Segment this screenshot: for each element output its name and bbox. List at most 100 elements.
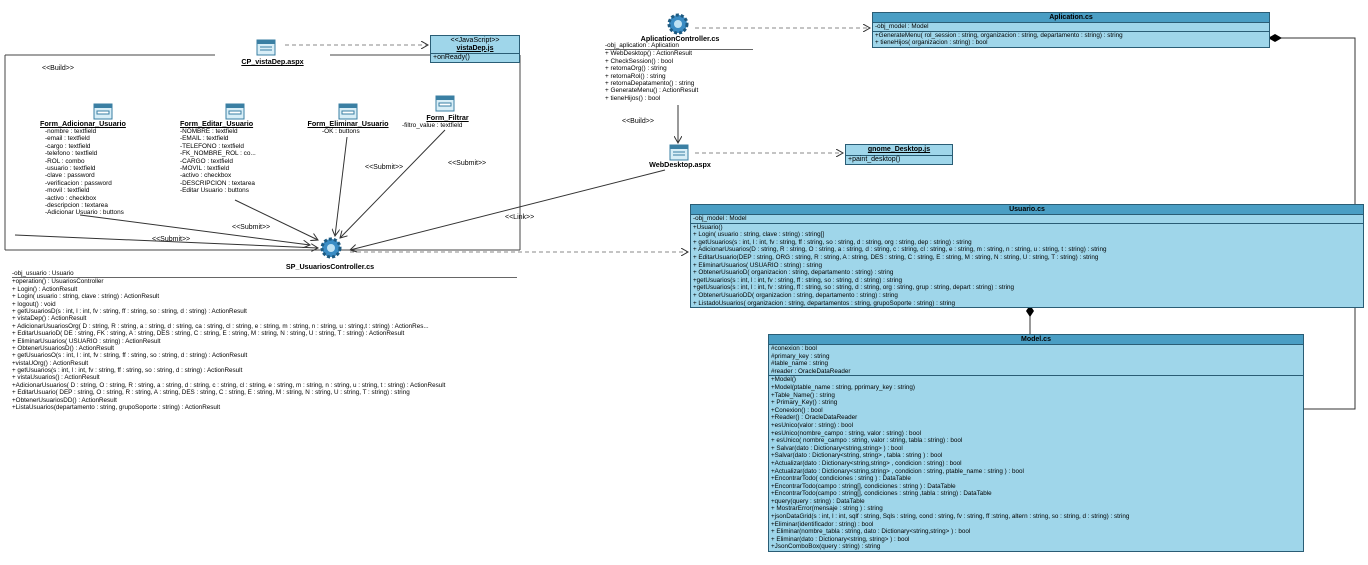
field: -MOVIL : textfield <box>180 164 230 172</box>
field: -filtro_value : textfield <box>402 122 463 129</box>
controller-gear-icon <box>665 12 691 41</box>
method: + EditarUsuario( DEP : string, O : strin… <box>12 389 410 397</box>
method: + EditarUsuarioD( DE : string, FK : stri… <box>12 330 405 338</box>
build-label-right: <<Build>> <box>622 118 654 125</box>
method: +Usuario() <box>693 223 723 231</box>
field: -usuario : textfield <box>45 164 96 172</box>
submit-label: <<Submit>> <box>232 224 271 231</box>
method: + tieneHijos( organizacion : string) : b… <box>875 39 988 47</box>
attribute: -obj_usuario : Usuario <box>12 270 517 279</box>
method: + Eliminar(nombre_tabla : string, dato :… <box>771 528 971 536</box>
aplication-controller-name: AplicationController.cs <box>640 34 720 43</box>
js-name: gnome_Desktop.js <box>867 146 931 153</box>
field: -TELEFONO : textfield <box>180 142 244 150</box>
method: +esUnico(valor : string) : bool <box>771 421 854 429</box>
attribute: -obj_model : Model <box>693 215 747 222</box>
model-class[interactable]: Model.cs #conexion : bool #primary_key :… <box>768 334 1304 553</box>
method: + EliminarUsuarios( USUARIO : string) : … <box>693 261 822 269</box>
method: + getUsuariosO(s : int, l : int, fv : st… <box>12 352 248 360</box>
aplication-class[interactable]: Aplication.cs -obj_model : Model +Genera… <box>872 12 1270 48</box>
method: +Salvar(dato : Dictionary<string, string… <box>771 452 943 460</box>
form-adicionar-fields: -nombre : textfield -email : textfield -… <box>45 128 124 217</box>
method: +Actualizar(dato : Dictionary<string,str… <box>771 467 1024 475</box>
method: + EliminarUsuarios( USUARIO : string) : … <box>12 337 161 345</box>
method: + Salvar(dato : Dictionary<string,string… <box>771 444 903 452</box>
method: +Model() <box>771 376 797 384</box>
method: +getUsuarios(s : int, l : int, fv : stri… <box>693 284 1014 292</box>
attribute: #table_name : string <box>771 360 829 368</box>
method: +operation() : UsuariosController <box>12 278 104 286</box>
submit-label: <<Submit>> <box>365 164 404 171</box>
method: +Table_Name() : string <box>771 391 835 399</box>
form-icon <box>434 94 456 114</box>
aspx-page-icon <box>668 143 690 163</box>
cp-vistadep-name: CP_vistaDep.aspx <box>241 57 304 66</box>
method: +GenerateMenu( rol_session : string, org… <box>875 31 1123 39</box>
class-name: Model.cs <box>769 335 1303 345</box>
controller-gear-icon <box>318 236 344 265</box>
class-name: Usuario.cs <box>691 205 1363 215</box>
field: -activo : checkbox <box>180 172 232 180</box>
method: +AdicionarUsuarios( D : string, O : stri… <box>12 381 446 389</box>
method: +EncontrarTodo(campo : string[], condici… <box>771 482 956 490</box>
method: +query(query : string) : DataTable <box>771 497 865 505</box>
class-methods: +GenerateMenu( rol_session : string, org… <box>873 32 1269 47</box>
form-eliminar-name: Form_Eliminar_Usuario <box>307 119 389 128</box>
class-attributes: -obj_model : Model <box>691 215 1363 224</box>
usuario-class[interactable]: Usuario.cs -obj_model : Model +Usuario()… <box>690 204 1364 309</box>
field: -CARGO : textfield <box>180 157 233 165</box>
link-webdesktop <box>350 169 666 250</box>
attribute: #primary_key : string <box>771 352 830 360</box>
field: -verificacion : password <box>45 179 112 187</box>
method: +EncontrarTodo(campo : string[], condici… <box>771 490 992 498</box>
submit-eliminar <box>335 136 348 236</box>
field: -movil : textfield <box>45 187 90 195</box>
field: -Editar Usuario : buttons <box>180 187 249 195</box>
method: +Eliminar(identificador : string) : bool <box>771 520 874 528</box>
build-label-left: <<Build>> <box>42 65 74 72</box>
method: + Login( usuario : string, clave : strin… <box>693 231 825 239</box>
method: +vistaUOrg() : ActionResult <box>12 359 89 367</box>
method: + Primary_Key() : string <box>771 399 838 407</box>
method: + CheckSession() : bool <box>605 57 674 65</box>
attribute: #reader : OracleDataReader <box>771 367 851 375</box>
form-adicionar-name: Form_Adicionar_Usuario <box>40 119 126 128</box>
form-filtrar-name: Form_Filtrar <box>426 113 469 122</box>
form-filtrar-fields: -filtro_value : textfield <box>402 122 462 129</box>
form-icon <box>337 102 359 122</box>
vistadep-js-box[interactable]: <<JavaScript>>vistaDep.js +onReady() <box>430 35 520 63</box>
submit-adicionar <box>79 214 310 245</box>
form-eliminar-fields: -OK : buttons <box>322 128 360 135</box>
method: + AdicionarUsuarios(D : string, R : stri… <box>693 246 1107 254</box>
link-label: <<Link>> <box>505 214 535 221</box>
method: +getUsuarios(s : int, l : int, fv : stri… <box>693 276 902 284</box>
field: -Adicionar Usuario : buttons <box>45 209 124 217</box>
class-attributes: #conexion : bool #primary_key : string #… <box>769 345 1303 377</box>
field: -telefono : textfield <box>45 150 98 158</box>
js-method: +onReady() <box>433 54 470 61</box>
method: +Actualizar(dato : Dictionary<string,str… <box>771 459 962 467</box>
field: -activo : checkbox <box>45 194 97 202</box>
method: +ListaUsuarios(departamento : string, gr… <box>12 404 221 412</box>
submit-filtrar <box>340 129 446 238</box>
attribute: -obj_aplication : Aplication <box>605 42 753 51</box>
submit-label: <<Submit>> <box>152 236 191 243</box>
js-name: vistaDep.js <box>456 44 494 52</box>
form-icon <box>92 102 114 122</box>
method: + EditarUsuario(DEP : string, ORG : stri… <box>693 253 1099 261</box>
field: -OK : buttons <box>322 128 360 135</box>
attribute: #conexion : bool <box>771 345 817 352</box>
gnome-js-box[interactable]: gnome_Desktop.js +paint_desktop() <box>845 144 953 165</box>
method: + Login( usuario : string, clave : strin… <box>12 293 160 301</box>
method: + Login() : ActionResult <box>12 285 78 293</box>
composition-diamond-aplication <box>1268 34 1282 42</box>
method: + tieneHijos() : bool <box>605 94 661 102</box>
attribute: -obj_model : Model <box>875 23 929 30</box>
js-method: +paint_desktop() <box>848 155 901 163</box>
method: + logout() : void <box>12 300 56 308</box>
submit-main <box>14 234 318 248</box>
method: + vistaUsuarios() : ActionResult <box>12 374 100 382</box>
method: +Conexion() : bool <box>771 406 823 414</box>
method: + MostrarError(mensaje : string ) : stri… <box>771 505 883 513</box>
